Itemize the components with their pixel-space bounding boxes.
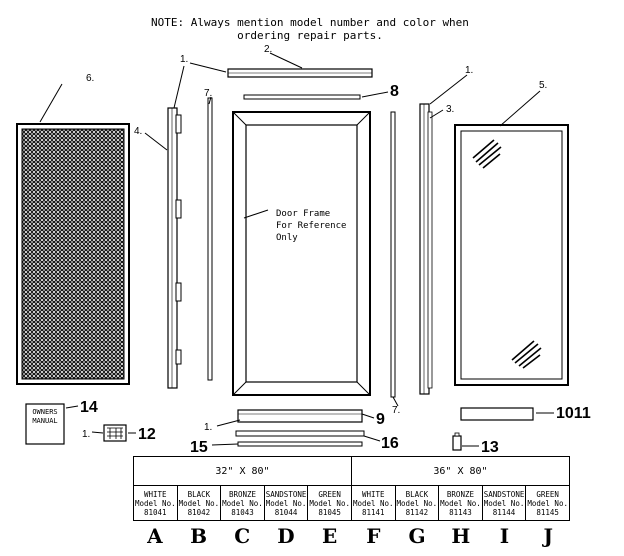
callout-7-left: 7. [204,88,212,99]
callout-9: 9 [376,411,385,428]
callout-2: 2. [264,44,272,55]
top-strip [243,94,361,100]
letter-b: B [190,524,207,548]
note-line-1: NOTE: Always mention model number and co… [151,16,469,29]
note-line-2: ordering repair parts. [237,29,383,42]
letter-a: A [147,524,163,548]
weatherstrip-right [390,111,396,398]
callout-4: 4. [134,126,142,137]
frame-label-line-1: Door Frame [276,209,330,219]
callout-3: 3. [446,104,454,115]
letter-h: H [451,524,471,548]
model-letters: A B C D E F G H I J [133,524,570,548]
letter-f: F [366,524,381,548]
letter-d: D [277,524,295,548]
hardware-bag [103,424,127,442]
callout-1-hardware: 1. [82,429,90,440]
callout-1-top-right: 1. [465,65,473,76]
expander-bar [460,407,534,421]
callout-1-top-left: 1. [180,54,188,65]
glass-panel [454,124,569,386]
screen-panel [16,123,130,385]
closer-cap [452,432,462,451]
callout-1-bottom: 1. [204,422,212,433]
sweep-strip [235,430,365,437]
size-36x80: 36" X 80" [350,456,571,486]
callout-numbers: 6. 2. 1. 4. 7. 8 1. 3. 5. 1. 7. 9 1011 1… [80,44,591,456]
door-frame [232,111,371,396]
size-32x80: 32" X 80" [133,456,352,486]
door-frame-label: Door Frame For Reference Only [243,209,346,243]
hinge-rail [167,107,182,389]
letter-j: J [543,524,553,548]
manual-line-2: MANUAL [32,417,57,425]
letter-c: C [234,524,251,548]
callout-13: 13 [481,439,499,456]
callout-7-right: 7. [392,405,400,416]
bottom-seal [237,441,363,447]
callout-6: 6. [86,73,94,84]
frame-label-line-3: Only [276,233,298,243]
leader-lines [39,52,554,447]
callout-15: 15 [190,439,208,456]
callout-12: 12 [138,426,156,443]
manual-line-1: OWNERS [32,408,57,416]
callout-8: 8 [390,83,399,100]
letter-e: E [322,524,338,548]
latch-rail [419,103,433,395]
owners-manual: OWNERS MANUAL [25,403,65,445]
callout-5: 5. [539,80,547,91]
callout-16: 16 [381,435,399,452]
letter-i: I [499,524,510,548]
bottom-rail [237,409,363,423]
ordering-note: NOTE: Always mention model number and co… [120,16,500,42]
callout-1011: 1011 [556,405,591,422]
weatherstrip-left [207,97,213,381]
frame-label-line-2: For Reference [276,221,346,231]
letter-g: G [408,524,426,548]
top-rail [227,68,373,78]
callout-14: 14 [80,399,98,416]
